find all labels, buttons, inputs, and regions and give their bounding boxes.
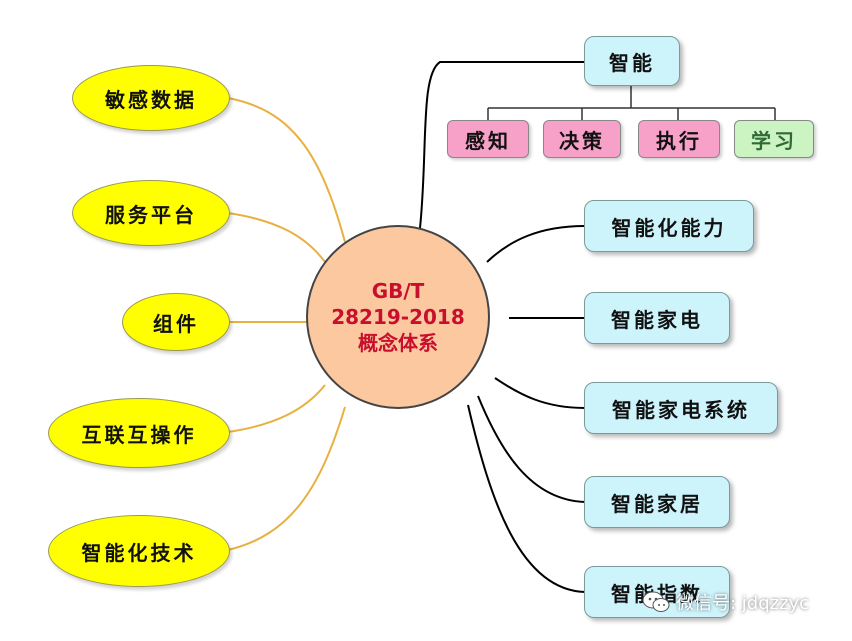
connector-top [419, 61, 585, 229]
connector-left-5 [227, 406, 346, 551]
sub-node-learning: 学习 [734, 120, 814, 158]
tree-lines [487, 86, 776, 120]
right-node-capability: 智能化能力 [584, 200, 754, 252]
right-node-appliance: 智能家电 [584, 292, 730, 344]
left-node-sensitive-data: 敏感数据 [72, 65, 230, 131]
sub-node-decision: 决策 [543, 120, 621, 158]
connector-right-5 [467, 404, 586, 593]
center-line-2: 28219-2018 [331, 305, 465, 329]
watermark-text: 微信号: jdqzzyc [676, 593, 810, 614]
center-line-3: 概念体系 [358, 331, 438, 355]
watermark: 微信号: jdqzzyc [642, 584, 848, 620]
left-node-service-platform: 服务平台 [72, 180, 230, 246]
wechat-icon [642, 591, 670, 612]
connector-left-2 [227, 212, 326, 263]
left-node-component: 组件 [122, 293, 230, 351]
left-node-label: 服务平台 [105, 202, 197, 227]
sub-node-execution: 执行 [638, 120, 720, 158]
connector-left-4 [227, 384, 326, 433]
right-node-smart-home: 智能家居 [584, 476, 730, 528]
left-node-intelligent-tech: 智能化技术 [48, 515, 230, 587]
connector-right-4 [477, 395, 586, 503]
connector-right-1 [486, 225, 586, 263]
right-node-label: 智能家电系统 [612, 397, 750, 422]
sub-node-label: 感知 [465, 128, 511, 153]
left-node-label: 组件 [153, 311, 199, 336]
connector-left-1 [227, 97, 346, 243]
top-node-intelligent: 智能 [584, 36, 680, 86]
connector-right-3 [494, 377, 586, 409]
left-node-interoperability: 互联互操作 [48, 398, 230, 468]
sub-node-label: 决策 [559, 128, 605, 153]
right-node-label: 智能家居 [611, 491, 703, 516]
right-node-appliance-system: 智能家电系统 [584, 382, 778, 434]
sub-node-label: 执行 [656, 128, 702, 153]
sub-node-perception: 感知 [447, 120, 529, 158]
sub-node-label: 学习 [751, 128, 797, 153]
left-node-label: 智能化技术 [81, 540, 197, 565]
center-node: GB/T 28219-2018 概念体系 [306, 225, 490, 409]
left-node-label: 互联互操作 [81, 422, 197, 447]
left-node-label: 敏感数据 [105, 87, 197, 112]
top-node-label: 智能 [609, 50, 655, 75]
right-node-label: 智能化能力 [611, 215, 727, 240]
center-line-1: GB/T [371, 279, 425, 303]
right-node-label: 智能家电 [611, 307, 703, 332]
